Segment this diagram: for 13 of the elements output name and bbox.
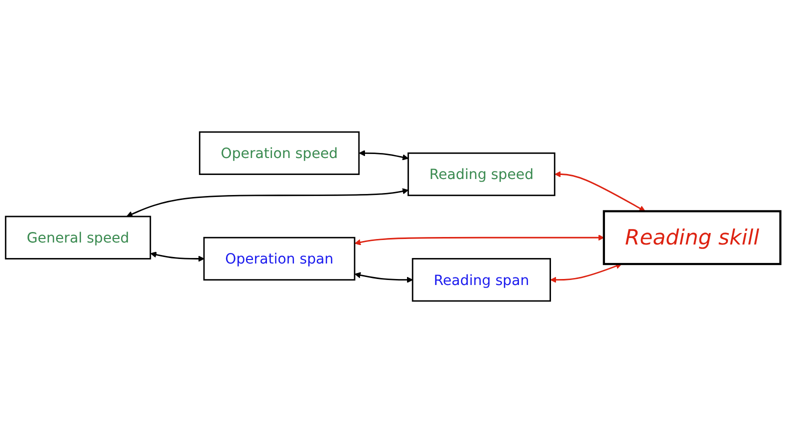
arrow [354,234,604,246]
arrow [126,188,409,217]
arrow [358,150,409,160]
arrow [550,263,622,283]
node-box: Operation speed [198,131,360,175]
node-box: Operation span [203,236,356,281]
arrow [150,252,204,262]
arrow [354,272,413,283]
node-box: General speed [4,216,152,260]
node-box: Reading span [412,258,551,302]
arrow [554,171,646,212]
node-box: Reading speed [408,152,556,196]
node-box: Reading skill [602,210,782,266]
